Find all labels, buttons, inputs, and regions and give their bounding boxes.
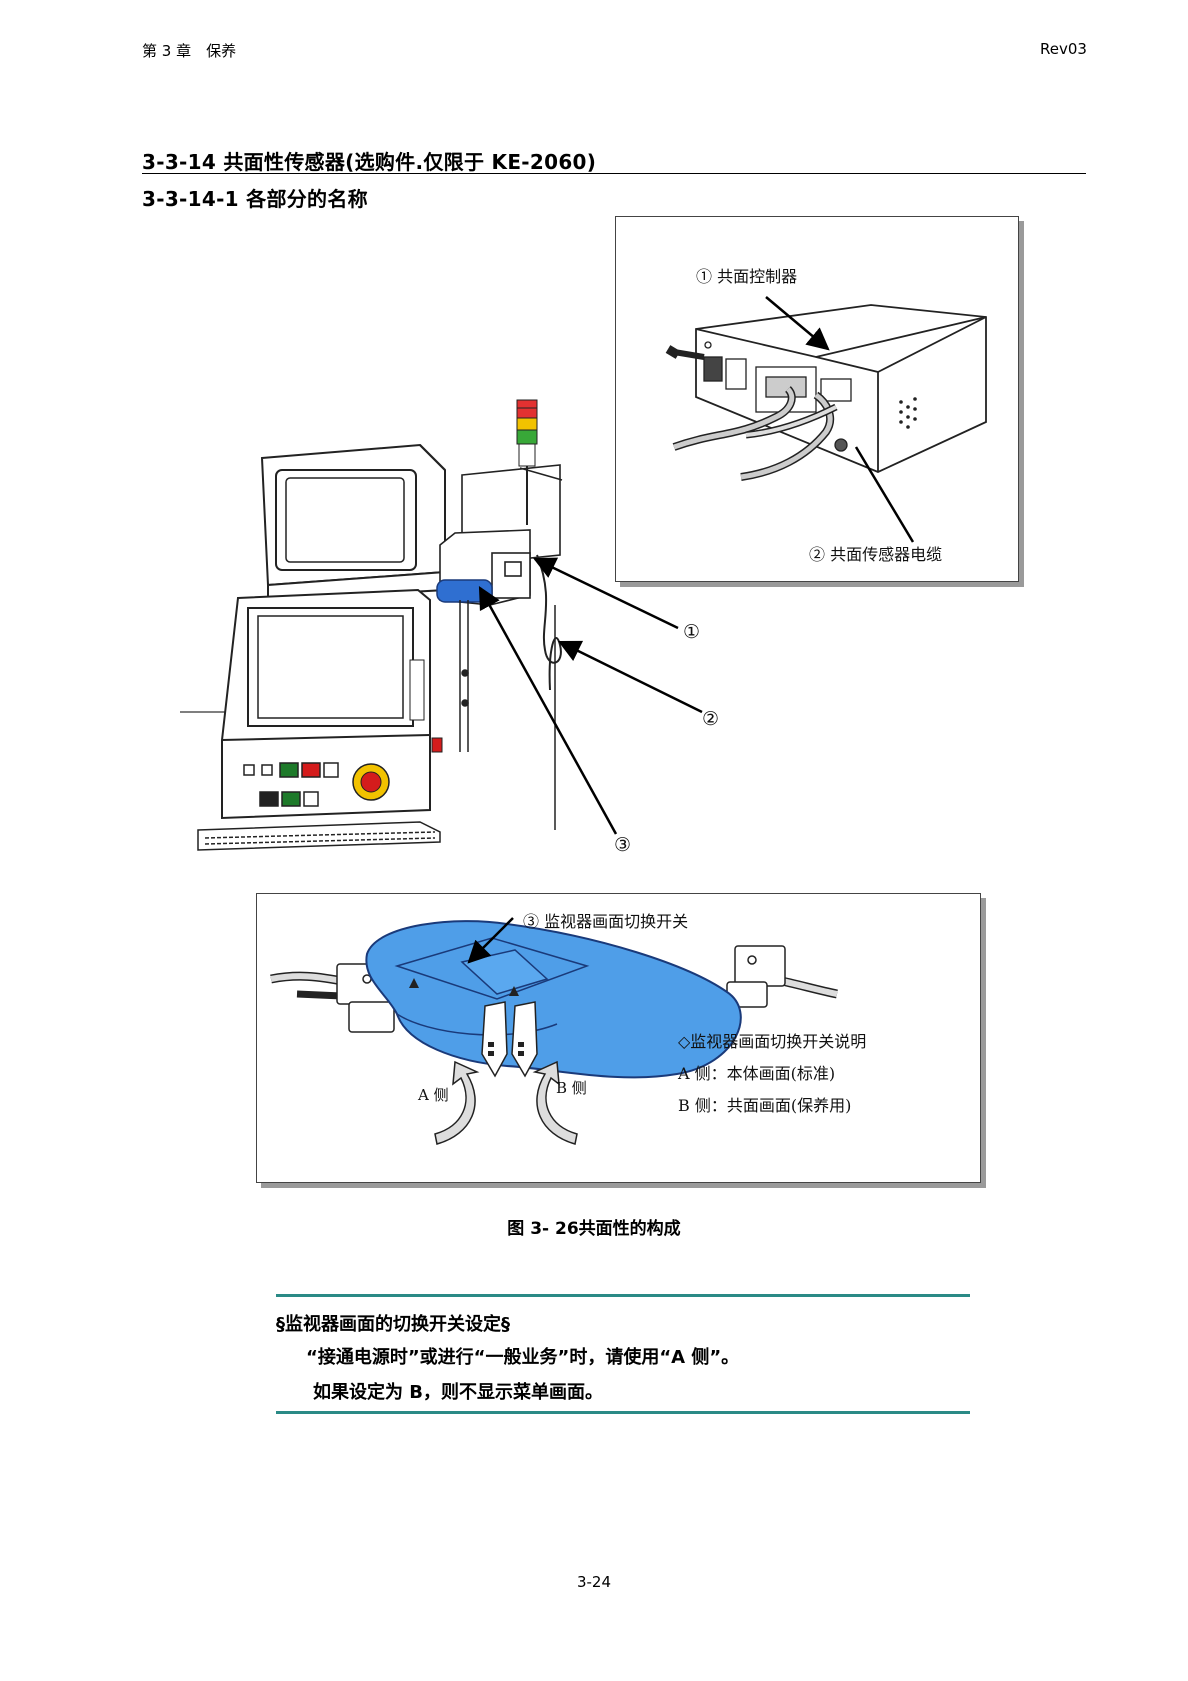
figure-caption: 图 3- 26共面性的构成 <box>0 1214 1188 1239</box>
page-number: 3-24 <box>0 1573 1188 1591</box>
note-title: §监视器画面的切换开关设定§ <box>276 1310 510 1336</box>
cable-label: ② 共面传感器电缆 <box>809 541 942 565</box>
controller-label: ① 共面控制器 <box>696 263 797 287</box>
callout-2: ② <box>702 708 719 730</box>
sensor-cable-loop <box>537 555 561 690</box>
legend-side-a: A 侧：本体画面(标准) <box>678 1060 835 1084</box>
note-top-rule <box>276 1294 970 1297</box>
screen-switch-small <box>437 580 492 602</box>
operator-console <box>222 590 430 818</box>
arrow-3 <box>480 588 616 834</box>
controller-detail-illustration <box>616 217 1018 581</box>
callout-3: ③ <box>614 834 631 856</box>
switch-illustration <box>257 894 980 1182</box>
note-line-2: 如果设定为 B，则不显示菜单画面。 <box>313 1378 603 1404</box>
note-line-1: “接通电源时”或进行“一般业务”时，请使用“A 侧”。 <box>306 1343 739 1369</box>
controller-detail-box: ① 共面控制器 ② 共面传感器电缆 <box>615 216 1019 582</box>
note-bottom-rule <box>276 1411 970 1414</box>
arrow-2 <box>560 642 702 712</box>
keyboard <box>198 822 440 850</box>
switch-detail-box: ③ 监视器画面切换开关 A 侧 B 侧 ◇监视器画面切换开关说明 A 侧：本体画… <box>256 893 981 1183</box>
callout-1: ① <box>683 621 700 643</box>
machine-frame <box>460 600 555 830</box>
emergency-stop <box>353 764 389 800</box>
side-b-label: B 侧 <box>556 1077 587 1098</box>
side-a-label: A 侧 <box>418 1084 449 1105</box>
legend-title: ◇监视器画面切换开关说明 <box>678 1028 866 1052</box>
side-indicator <box>432 738 442 752</box>
legend-side-b: B 侧：共面画面(保养用) <box>678 1092 851 1116</box>
switch-label: ③ 监视器画面切换开关 <box>523 908 688 932</box>
crt-monitor <box>262 445 445 600</box>
